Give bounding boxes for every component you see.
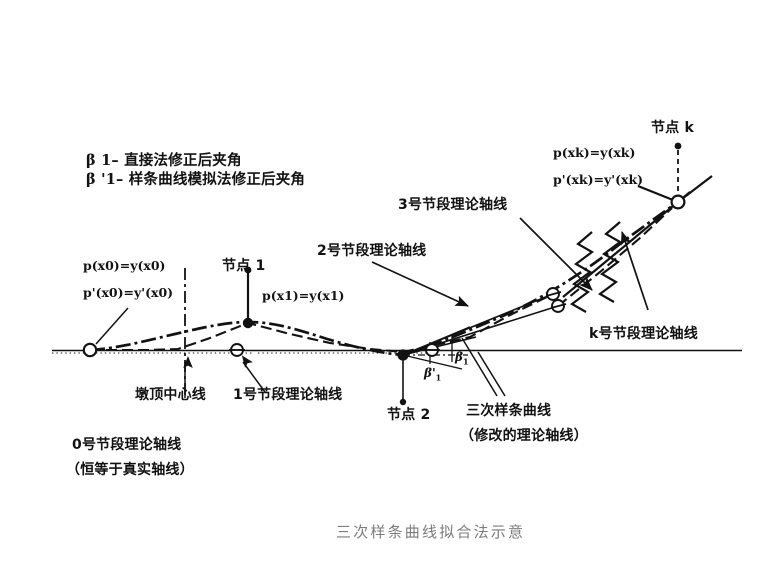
break-zigzag-symbol	[570, 221, 622, 313]
label-spline-curve: 三次样条曲线	[466, 403, 551, 421]
label-axis-segment-k-text: k号节段理论轴线	[589, 326, 698, 342]
label-dp-xk: p'(xk)=y'(xk)	[553, 172, 643, 188]
label-angle-beta1-prime-sub: 1	[435, 372, 442, 383]
nodek-marker-group	[637, 142, 713, 210]
leader-lines	[95, 217, 649, 398]
label-p-xk-text: p(xk)=y(xk)	[553, 145, 636, 160]
node0-marker-group	[82, 342, 98, 358]
label-p-x0-text: p(x0)=y(x0)	[83, 258, 166, 273]
label-pier-top-center-line: 墩顶中心线	[135, 387, 206, 405]
legend-beta1-text: – 直接法修正后夹角	[111, 153, 242, 169]
label-axis-segment-0-text: 0号节段理论轴线	[72, 437, 182, 453]
legend-block: β 1– 直接法修正后夹角 β '1– 样条曲线模拟法修正后夹角	[86, 152, 305, 189]
label-axis-segment-0: 0号节段理论轴线	[72, 437, 181, 455]
label-axis-segment-1: 1号节段理论轴线	[233, 387, 342, 405]
crossed-circle-marker	[550, 299, 567, 313]
label-p-x1-text: p(x1)=y(x1)	[262, 288, 345, 303]
crossed-circle-marker	[424, 343, 440, 357]
label-axis-segment-3: 3号节段理论轴线	[398, 197, 507, 215]
label-angle-beta1-symbol: β	[455, 350, 463, 364]
label-dp-x0: p'(x0)=y'(x0)	[83, 285, 173, 301]
label-axis-segment-k: k号节段理论轴线	[589, 326, 698, 344]
node1-marker-group	[242, 266, 254, 329]
legend-row-beta1: β 1– 直接法修正后夹角	[86, 152, 305, 171]
legend-beta1-symbol: β 1	[86, 152, 112, 169]
label-axis-segment-2-text: 2号节段理论轴线	[317, 243, 427, 259]
label-node-k-text: 节点 k	[651, 120, 694, 136]
label-angle-beta1-sub: 1	[462, 356, 469, 367]
crossed-circle-markers	[229, 287, 567, 357]
figure-caption: 三次样条曲线拟合法示意	[336, 521, 525, 542]
label-angle-beta1-prime-symbol: β'	[424, 366, 436, 380]
legend-beta1-prime-symbol: β '1	[86, 170, 117, 188]
label-axis-segment-0-sub-text: （恒等于真实轴线）	[66, 462, 194, 478]
label-dp-x0-text: p'(x0)=y'(x0)	[83, 285, 174, 300]
label-node-k: 节点 k	[651, 120, 694, 138]
label-spline-curve-text: 三次样条曲线	[466, 403, 552, 419]
label-p-x1: p(x1)=y(x1)	[262, 288, 344, 304]
label-pier-top-center-line-text: 墩顶中心线	[135, 387, 206, 403]
node2-marker-group	[397, 349, 409, 406]
label-p-x0: p(x0)=y(x0)	[83, 258, 165, 274]
label-axis-segment-2: 2号节段理论轴线	[317, 243, 426, 261]
legend-row-beta1-prime: β '1– 样条曲线模拟法修正后夹角	[86, 171, 305, 190]
label-spline-curve-sub-text: （修改的理论轴线）	[460, 428, 588, 444]
label-angle-beta1-prime: β'1	[424, 366, 441, 382]
crossed-circle-marker	[545, 287, 562, 301]
label-node-1: 节点 1	[222, 258, 265, 276]
label-p-xk: p(xk)=y(xk)	[553, 145, 635, 161]
label-dp-xk-text: p'(xk)=y'(xk)	[553, 172, 644, 187]
figure-caption-text: 三次样条曲线拟合法示意	[336, 523, 526, 541]
label-spline-curve-sub: （修改的理论轴线）	[460, 428, 588, 446]
label-axis-segment-0-sub: （恒等于真实轴线）	[66, 462, 194, 480]
label-angle-beta1: β1	[455, 350, 469, 366]
crossed-circle-marker	[229, 343, 245, 357]
label-axis-segment-3-text: 3号节段理论轴线	[398, 197, 508, 213]
label-node-1-text: 节点 1	[222, 258, 266, 274]
label-node-2: 节点 2	[387, 407, 430, 425]
legend-beta1-prime-text: – 样条曲线模拟法修正后夹角	[116, 171, 306, 188]
label-axis-segment-1-text: 1号节段理论轴线	[233, 387, 343, 403]
label-node-2-text: 节点 2	[387, 407, 431, 423]
